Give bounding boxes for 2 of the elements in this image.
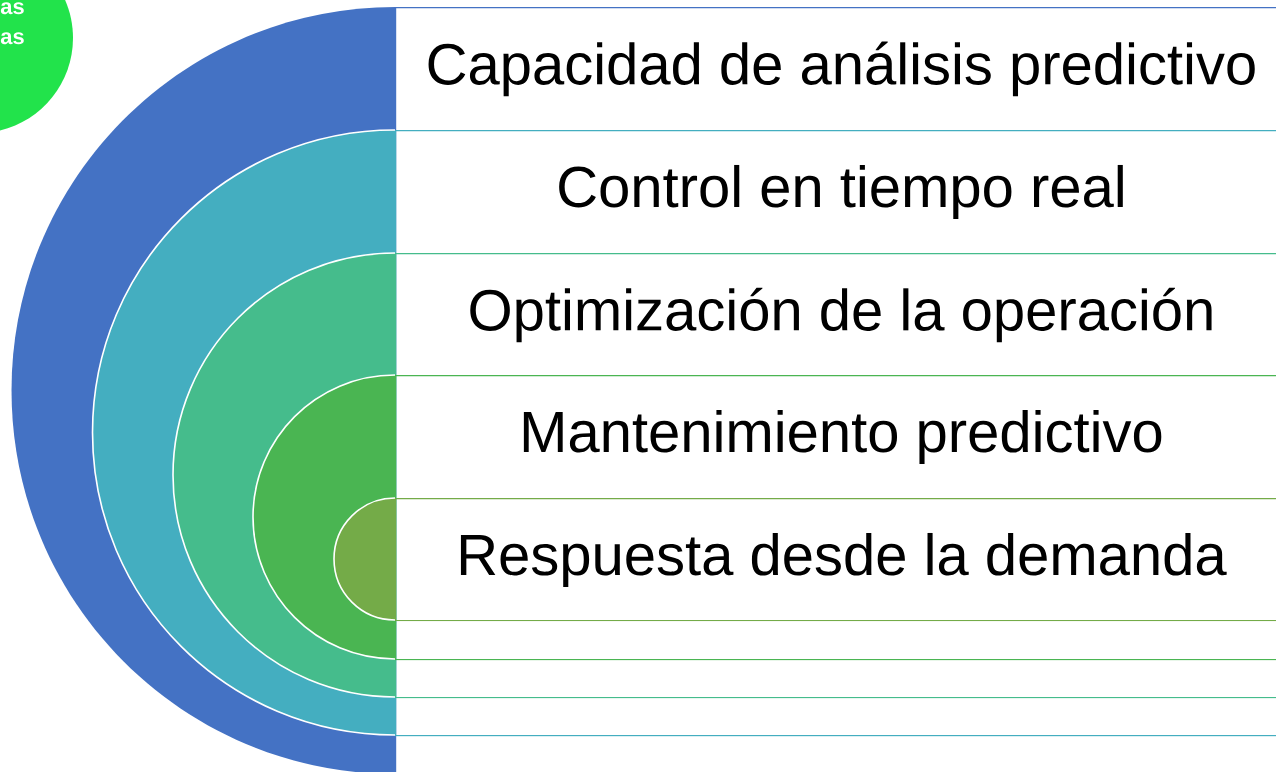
circle-badge: as as bbox=[0, 0, 73, 133]
arc-band: Respuesta desde la demanda bbox=[333, 497, 1276, 622]
